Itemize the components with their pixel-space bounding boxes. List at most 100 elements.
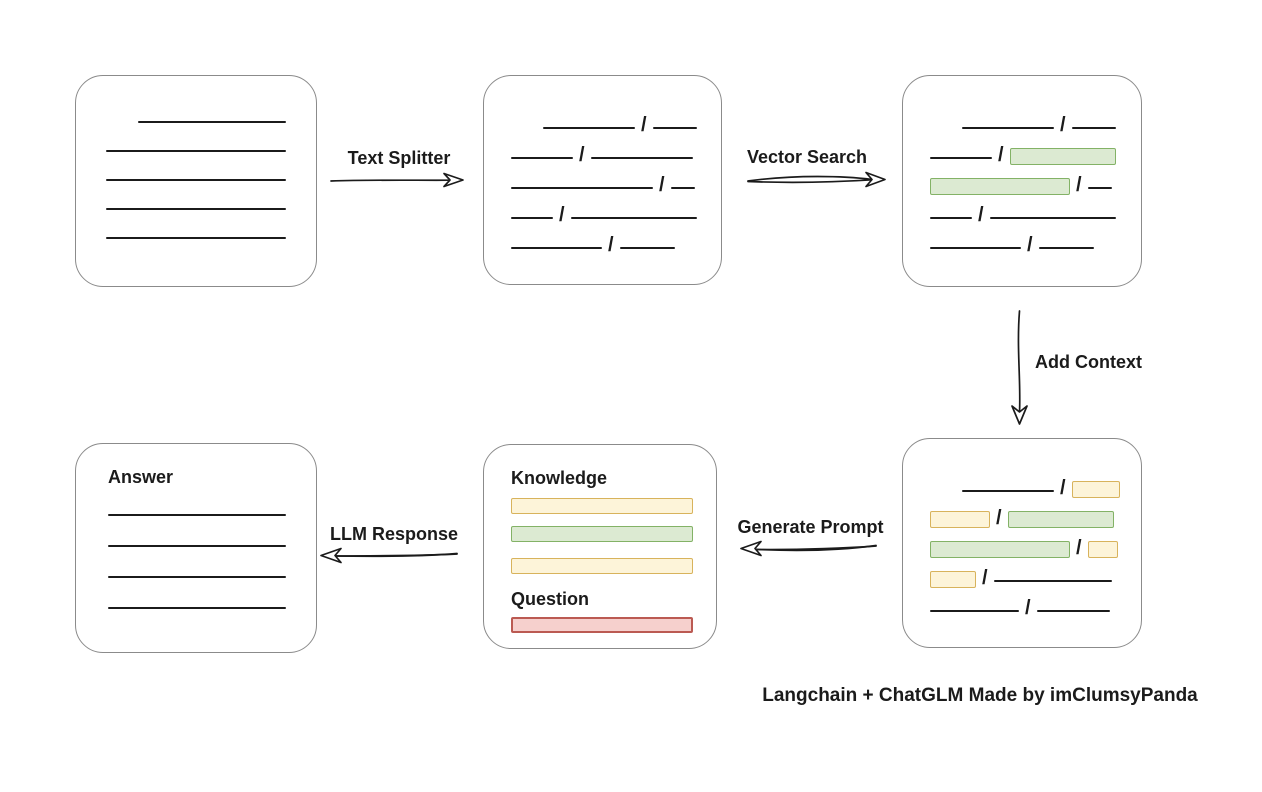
- document-box: [75, 75, 317, 287]
- highlight-yellow-rect: [1071, 481, 1120, 498]
- text-line: [511, 187, 653, 189]
- text-line: [108, 607, 286, 609]
- vector-search-results-box: / / / / /: [902, 75, 1142, 287]
- chunk-rows: / / / / /: [930, 470, 1141, 620]
- text-line: [989, 217, 1116, 219]
- text-line: [993, 580, 1112, 582]
- text-line: [543, 127, 635, 129]
- slash-separator: /: [1027, 234, 1033, 256]
- text-line: [930, 247, 1021, 249]
- yellow-bar: [511, 558, 693, 574]
- slash-separator: /: [608, 234, 614, 256]
- text-line: [106, 208, 286, 210]
- chunk-row: /: [930, 227, 1141, 257]
- text-splitter-arrow-label: Text Splitter: [347, 148, 451, 168]
- chunk-row: /: [511, 167, 721, 197]
- text-line: [106, 150, 286, 152]
- slash-separator: /: [559, 204, 565, 226]
- add-context-arrow-label: Add Context: [1035, 352, 1142, 372]
- chunk-row: /: [930, 107, 1141, 137]
- chunk-row: /: [511, 227, 721, 257]
- knowledge-label: Knowledge: [511, 468, 608, 488]
- text-line: [652, 127, 697, 129]
- slash-separator: /: [978, 204, 984, 226]
- credit-caption: Langchain + ChatGLM Made by imClumsyPand…: [762, 685, 1198, 706]
- slash-separator: /: [996, 507, 1002, 529]
- text-line: [106, 237, 286, 239]
- question-label: Question: [511, 589, 590, 609]
- chunk-row: /: [930, 530, 1141, 560]
- chunk-row: /: [930, 560, 1141, 590]
- chunk-row: /: [930, 500, 1141, 530]
- text-line: [108, 576, 286, 578]
- slash-separator: /: [1025, 597, 1031, 619]
- slash-separator: /: [659, 174, 665, 196]
- slash-separator: /: [641, 114, 647, 136]
- prompt-box: Knowledge Question: [483, 444, 717, 649]
- slash-separator: /: [1076, 537, 1082, 559]
- text-line: [930, 610, 1019, 612]
- text-splitter-arrow: [330, 172, 464, 188]
- document-text-lines: [106, 121, 316, 239]
- text-line: [108, 514, 286, 516]
- chunk-rows: / / / / /: [511, 107, 721, 257]
- text-line: [670, 187, 695, 189]
- highlight-green-rect: [930, 541, 1070, 558]
- text-line: [619, 247, 675, 249]
- text-line: [1087, 187, 1112, 189]
- highlight-yellow-rect: [930, 511, 990, 528]
- chunk-row: /: [511, 137, 721, 167]
- chunk-row: /: [930, 470, 1141, 500]
- chunk-row: /: [930, 197, 1141, 227]
- generate-prompt-arrow-label: Generate Prompt: [737, 517, 884, 537]
- text-line: [1071, 127, 1116, 129]
- highlight-green-rect: [930, 178, 1070, 195]
- text-line: [930, 217, 972, 219]
- generate-prompt-arrow: [740, 540, 877, 557]
- text-line: [1036, 610, 1110, 612]
- question-bars: [511, 617, 693, 633]
- text-line: [570, 217, 697, 219]
- slash-separator: /: [579, 144, 585, 166]
- highlight-yellow-rect: [930, 571, 976, 588]
- answer-box: Answer: [75, 443, 317, 653]
- answer-text-lines: [108, 514, 316, 609]
- chunk-row: /: [930, 137, 1141, 167]
- text-line: [511, 247, 602, 249]
- split-chunks-box: / / / / /: [483, 75, 722, 285]
- text-line: [930, 157, 992, 159]
- text-line: [1038, 247, 1094, 249]
- llm-response-arrow-label: LLM Response: [329, 524, 458, 544]
- knowledge-bars: [511, 498, 693, 574]
- chunk-row: /: [511, 197, 721, 227]
- add-context-arrow: [1011, 310, 1028, 425]
- slash-separator: /: [982, 567, 988, 589]
- chunk-row: /: [930, 167, 1141, 197]
- text-line: [106, 179, 286, 181]
- slash-separator: /: [1060, 477, 1066, 499]
- slash-separator: /: [1060, 114, 1066, 136]
- text-line: [511, 157, 573, 159]
- slash-separator: /: [1076, 174, 1082, 196]
- text-line: [138, 121, 286, 123]
- vector-search-arrow-label: Vector Search: [746, 147, 868, 167]
- text-line: [962, 490, 1054, 492]
- chunk-rows: / / / / /: [930, 107, 1141, 257]
- yellow-bar: [511, 498, 693, 514]
- chunk-row: /: [930, 590, 1141, 620]
- text-line: [511, 217, 553, 219]
- answer-label: Answer: [108, 467, 174, 487]
- text-line: [962, 127, 1054, 129]
- highlight-green-rect: [1009, 148, 1116, 165]
- green-bar: [511, 526, 693, 542]
- slash-separator: /: [998, 144, 1004, 166]
- chunk-row: /: [511, 107, 721, 137]
- highlight-green-rect: [1007, 511, 1114, 528]
- llm-response-arrow: [320, 547, 458, 564]
- context-chunks-box: / / / / /: [902, 438, 1142, 648]
- red-bar: [511, 617, 693, 633]
- text-line: [108, 545, 286, 547]
- vector-search-arrow: [747, 171, 886, 188]
